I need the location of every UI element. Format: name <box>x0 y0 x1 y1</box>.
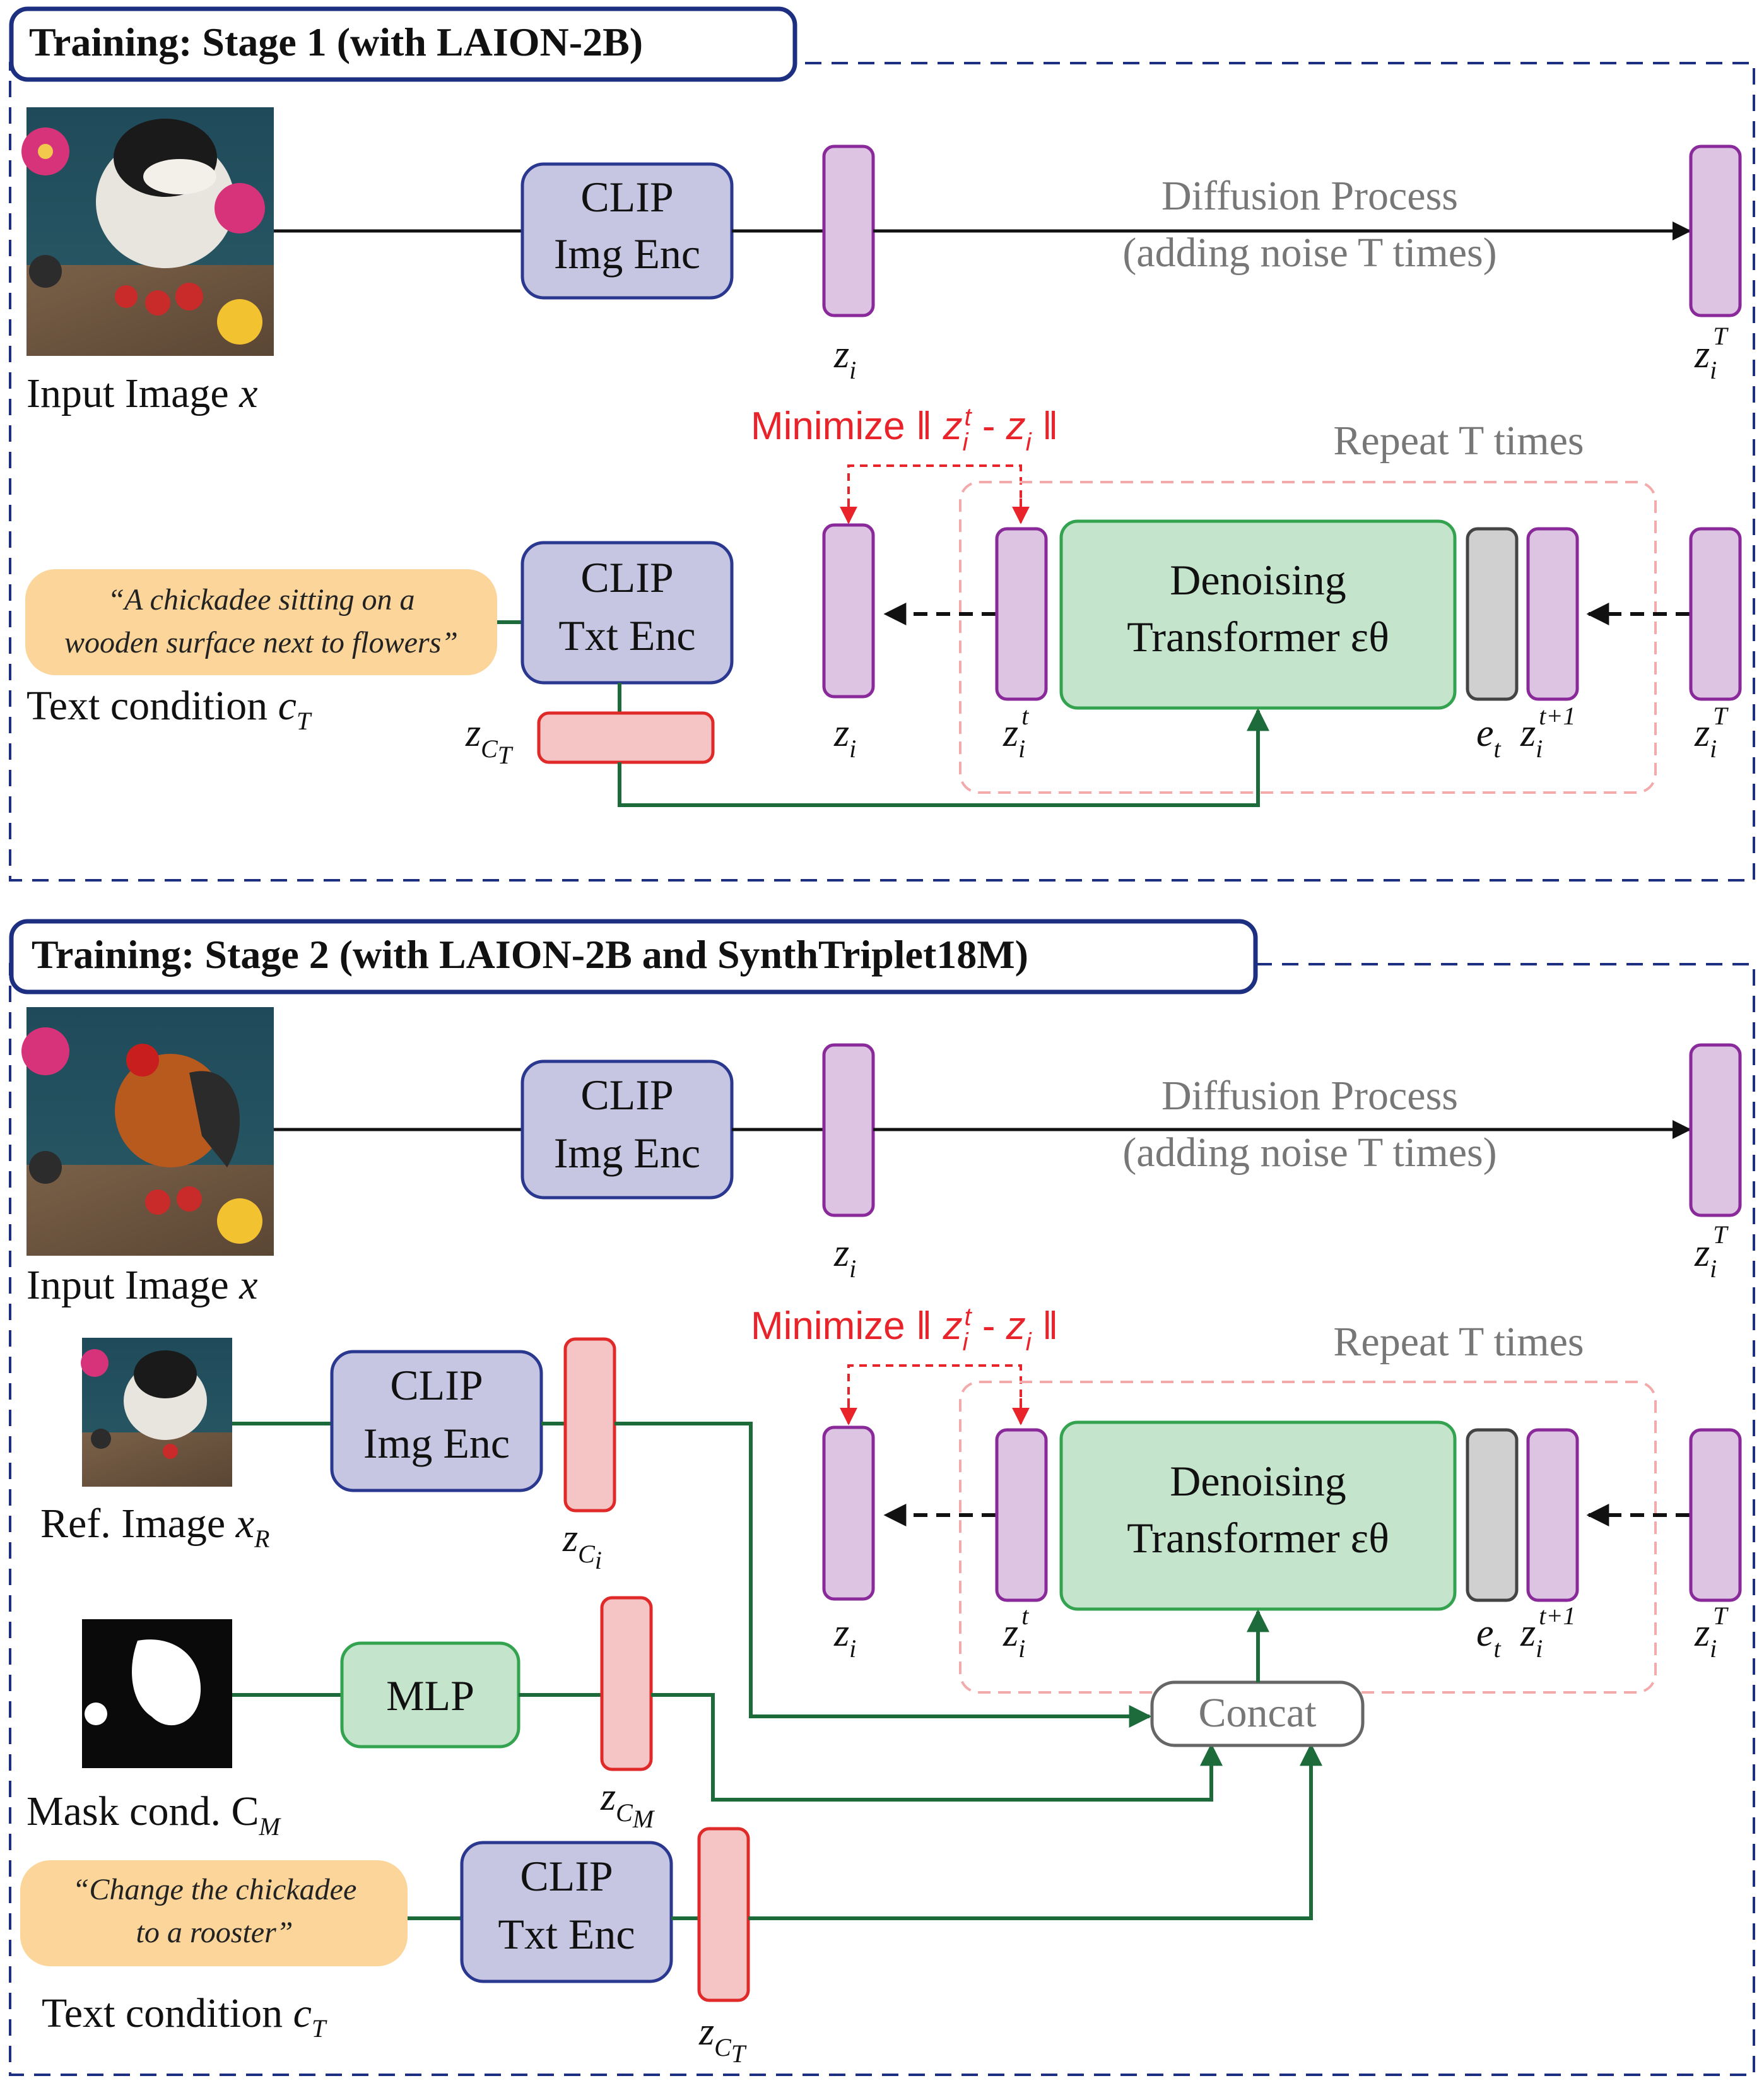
stage2-zcir-label: zCi <box>562 1517 602 1574</box>
stage1-panel: Training: Stage 1 (with LAION-2B) Input … <box>9 6 1755 882</box>
stage1-zi-out-latent <box>822 523 875 699</box>
stage1-denoiser-line1: Denoising <box>1170 556 1346 604</box>
stage2-ziT-in-label: ziT <box>1694 1602 1729 1663</box>
stage1-denoiser <box>1059 519 1457 710</box>
stage2-ref-clip-line1: CLIP <box>390 1361 483 1409</box>
stage1-diffusion-title: Diffusion Process <box>1161 173 1458 219</box>
stage1-text-condition-label: Text condition cT <box>26 683 312 735</box>
stage1-ziT-latent <box>1689 145 1742 317</box>
stage1-zi-latent <box>822 145 875 317</box>
stage2-ziT-label: ziT <box>1694 1220 1729 1283</box>
stage2-prompt-line1: “Change the chickadee <box>73 1873 357 1906</box>
stage1-denoiser-line2: Transformer εθ <box>1127 613 1389 661</box>
stage2-denoiser-line1: Denoising <box>1170 1457 1346 1505</box>
stage2-zi-latent <box>822 1043 875 1217</box>
stage2-zit1-latent <box>1526 1428 1579 1602</box>
stage2-zcm-to-concat-line <box>651 1693 1223 1802</box>
stage1-et-label: et <box>1476 712 1502 763</box>
stage2-clip-txt-line2: Txt Enc <box>498 1910 635 1958</box>
stage1-clip-img-enc-line2: Img Enc <box>554 230 700 278</box>
stage2-denoiser <box>1059 1420 1457 1611</box>
stage2-zit1-label: zit+1 <box>1520 1602 1575 1663</box>
stage1-input-image-label: Input Image x <box>26 370 258 416</box>
stage2-zcm-condition <box>600 1596 653 1771</box>
stage2-zi-out-label: zi <box>833 1612 856 1663</box>
stage1-minimize-loss: Minimize ‖ zit - zi ‖ <box>751 403 1059 456</box>
stage1-clip-txt-enc <box>520 541 734 685</box>
stage1-prompt-bubble <box>25 569 497 675</box>
stage2-clip-img-enc-line1: CLIP <box>580 1071 673 1119</box>
stage2-frame <box>9 963 1755 2076</box>
stage1-repeat-label: Repeat T times <box>1333 418 1584 464</box>
stage1-zit-latent <box>995 527 1048 701</box>
stage2-concat-label: Concat <box>1199 1690 1317 1736</box>
stage1-clip-txt-enc-line2: Txt Enc <box>558 611 695 659</box>
stage2-zit-latent <box>995 1428 1048 1602</box>
stage2-ref-image-label: Ref. Image xR <box>40 1501 269 1553</box>
stage2-zct-to-concat-line <box>748 1743 1322 1920</box>
stage2-clip-txt-line1: CLIP <box>520 1852 613 1900</box>
stage1-zit-label: zit <box>1003 702 1029 763</box>
stage2-zcm-label: zCM <box>600 1776 656 1833</box>
stage2-zi-label: zi <box>833 1232 856 1283</box>
stage1-clip-img-enc-line1: CLIP <box>580 173 673 221</box>
stage2-text-condition-label: Text condition cT <box>42 1990 327 2043</box>
stage1-zit1-label: zit+1 <box>1520 702 1575 763</box>
stage1-ziT-in-label: ziT <box>1694 702 1729 763</box>
stage2-noise-et <box>1466 1428 1519 1602</box>
stage2-mask-image <box>82 1619 232 1768</box>
stage2-ref-image <box>81 1338 232 1487</box>
stage2-title: Training: Stage 2 (with LAION-2B and Syn… <box>32 932 1028 977</box>
stage1-zit1-latent <box>1526 527 1579 701</box>
stage2-et-label: et <box>1476 1612 1502 1663</box>
stage1-prompt-line1: “A chickadee sitting on a <box>107 583 415 617</box>
stage2-ziT-in-latent <box>1689 1428 1742 1602</box>
stage2-input-image-label: Input Image x <box>26 1262 258 1308</box>
stage1-input-image <box>21 107 274 356</box>
stage1-clip-txt-enc-line1: CLIP <box>580 553 673 601</box>
stage2-input-image <box>21 1007 274 1256</box>
stage2-zct-label: zCT <box>698 2010 747 2068</box>
stage2-mask-label: Mask cond. CM <box>26 1788 281 1841</box>
stage1-zi-label: zi <box>833 333 856 384</box>
stage2-title-box <box>9 919 1258 994</box>
stage1-prompt-line2: wooden surface next to flowers” <box>64 626 458 659</box>
stage2-zcir-to-concat-line <box>614 1422 1152 1728</box>
stage1-zct-to-denoiser-line <box>618 708 1269 807</box>
stage2-clip-img-enc-line2: Img Enc <box>554 1129 700 1177</box>
stage1-ziT-label: ziT <box>1694 322 1729 384</box>
stage1-repeat-box <box>959 481 1657 794</box>
stage2-zct-condition <box>697 1827 750 2002</box>
stage2-prompt-line2: to a rooster” <box>136 1916 293 1949</box>
stage1-zct-condition <box>537 711 715 764</box>
stage2-repeat-label: Repeat T times <box>1333 1319 1584 1365</box>
stage1-title-box <box>9 6 797 82</box>
stage2-diffusion-subtitle: (adding noise T times) <box>1122 1130 1496 1176</box>
stage1-ziT-in-latent <box>1689 527 1742 701</box>
stage2-ziT-latent <box>1689 1043 1742 1217</box>
stage2-zi-out-latent <box>822 1425 875 1601</box>
stage2-diffusion-title: Diffusion Process <box>1161 1073 1458 1119</box>
stage1-loss-bracket <box>847 464 1022 521</box>
stage2-denoiser-line2: Transformer εθ <box>1127 1514 1389 1562</box>
stage1-title: Training: Stage 1 (with LAION-2B) <box>29 20 643 64</box>
stage2-panel: Training: Stage 2 (with LAION-2B and Syn… <box>9 919 1755 2076</box>
stage2-ref-clip-line2: Img Enc <box>363 1419 510 1467</box>
stage1-zi-out-label: zi <box>833 712 856 763</box>
stage2-minimize-loss: Minimize ‖ zit - zi ‖ <box>751 1303 1059 1356</box>
stage2-zit-label: zit <box>1003 1602 1029 1663</box>
stage2-mlp-label: MLP <box>386 1672 474 1720</box>
stage1-noise-et <box>1466 527 1519 701</box>
stage1-diffusion-subtitle: (adding noise T times) <box>1122 230 1496 276</box>
stage1-frame <box>9 62 1755 882</box>
stage1-zct-label: zCT <box>465 712 514 769</box>
stage2-prompt-bubble <box>20 1860 408 1966</box>
stage2-loss-bracket <box>847 1364 1022 1421</box>
stage2-clip-txt-enc <box>460 1841 673 1983</box>
stage2-zcir-condition <box>563 1337 616 1513</box>
stage2-ref-clip-img-enc <box>330 1350 543 1492</box>
